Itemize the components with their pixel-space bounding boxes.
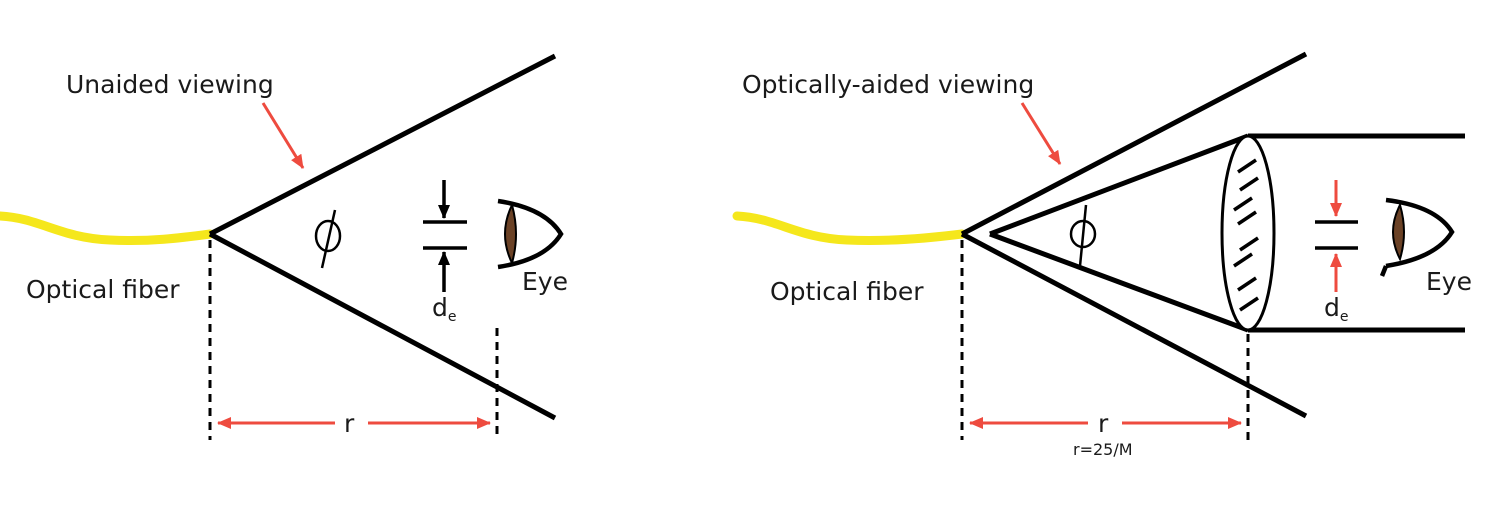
eye-label-right: Eye (1426, 267, 1472, 296)
distance-label-right: r (1098, 409, 1109, 438)
title-unaided-viewing: Unaided viewing (66, 70, 274, 99)
distance-formula-label: r=25/M (1073, 440, 1133, 459)
pupil-subscript-left: e (448, 309, 457, 325)
pupil-subscript-right: e (1340, 309, 1349, 325)
title-optically-aided-viewing: Optically-aided viewing (742, 70, 1034, 99)
angle-phi-symbol-left (314, 209, 342, 269)
left-panel: Unaided viewing Optical fiber de Eye r (0, 53, 568, 440)
pupil-symbol-right: d (1324, 293, 1340, 322)
title-pointer-arrow-left (261, 102, 305, 169)
pupil-symbol-left: d (432, 293, 448, 322)
inner-cone-upper-right (989, 133, 1249, 237)
pupil-diameter-marker-right (1315, 180, 1358, 292)
eye-icon-left (497, 198, 564, 270)
inner-cone-lower-right (989, 231, 1249, 333)
cone-lower-edge-right (960, 231, 1308, 419)
distance-label-left: r (344, 409, 355, 438)
title-pointer-arrow-right (1020, 102, 1062, 165)
cone-upper-edge-right (960, 51, 1308, 237)
fiber-label-left: Optical fiber (26, 275, 180, 304)
optical-fiber-left (0, 211, 215, 246)
fiber-label-right: Optical fiber (770, 277, 924, 306)
cone-upper-edge-left (208, 53, 557, 237)
pupil-diameter-label-right: de (1324, 293, 1349, 325)
pupil-diameter-label-left: de (432, 293, 457, 325)
angle-phi-symbol-right (1069, 204, 1097, 267)
eye-icon-right (1379, 197, 1455, 277)
pupil-diameter-marker-left (423, 180, 467, 292)
magnifier-lens (1220, 134, 1276, 332)
optical-fiber-right (732, 211, 967, 246)
eye-label-left: Eye (522, 267, 568, 296)
right-panel: Optically-aided viewing Optical fiber de… (732, 51, 1472, 459)
cone-lower-edge-left (208, 231, 557, 421)
